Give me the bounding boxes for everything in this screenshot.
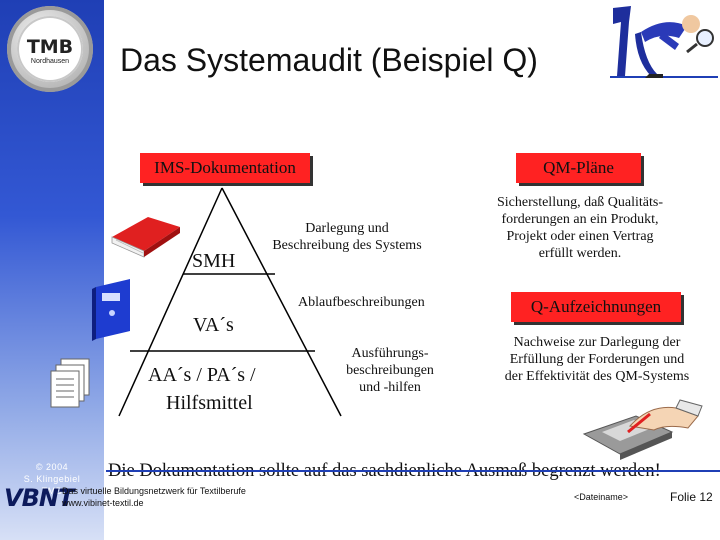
pyramid-level-va: VA´s	[193, 314, 234, 336]
document-pyramid	[118, 187, 342, 417]
aa-description-line1: Ausführungs-	[351, 346, 429, 361]
network-name: Das virtuelle Bildungsnetzwerk für Texti…	[62, 486, 246, 496]
filename-placeholder: <Dateiname>	[574, 492, 629, 502]
aa-description-line3: und -hilfen	[359, 380, 421, 395]
red-book-icon	[111, 217, 180, 258]
logo-disc: TMB Nordhausen	[17, 16, 83, 82]
magnifier-man-icon	[613, 6, 714, 78]
records-text-line1: Nachweise zur Darlegung der	[513, 335, 681, 350]
title-rule	[610, 76, 718, 78]
logo-place: Nordhausen	[30, 58, 70, 65]
ims-documentation-header: IMS-Dokumentation	[140, 153, 310, 183]
network-info: Das virtuelle Bildungsnetzwerk für Texti…	[62, 485, 246, 509]
tmb-logo: TMB Nordhausen	[7, 6, 93, 92]
smh-description-line2: Beschreibung des Systems	[272, 238, 422, 253]
document-stack-icon	[50, 358, 90, 408]
vbnt-logo: VBNT	[4, 484, 74, 512]
plans-text-line3: Projekt oder einen Vertrag	[506, 229, 654, 244]
plans-text-line1: Sicherstellung, daß Qualitäts-	[496, 195, 664, 210]
network-url[interactable]: www.vibinet-textil.de	[62, 498, 144, 508]
copyright-notice: © 2004 S. Klingebiel TMB	[4, 461, 100, 497]
logo-name: TMB	[26, 36, 74, 58]
hand-writing-icon	[582, 399, 703, 460]
records-text-line3: der Effektivität des QM-Systems	[504, 369, 690, 384]
pyramid-level-aa-line1: AA´s / PA´s /	[148, 364, 256, 386]
blue-binder-icon	[92, 279, 130, 341]
pyramid-level-aa-line2: Hilfsmittel	[166, 392, 253, 414]
copyright-author: S. Klingebiel	[23, 474, 81, 484]
qm-plans-header: QM-Pläne	[516, 153, 641, 183]
slide-title: Das Systemaudit (Beispiel Q)	[120, 42, 538, 78]
records-header: Q-Aufzeichnungen	[511, 292, 681, 322]
copyright-org: TMB	[41, 486, 63, 496]
slide-number: Folie 12	[670, 490, 713, 504]
plans-text-line2: forderungen an ein Produkt,	[501, 212, 659, 227]
records-text-line2: Erfüllung der Forderungen und	[509, 352, 685, 367]
plans-text-line4: erfüllt werden.	[538, 246, 622, 261]
footer-rule	[106, 470, 720, 472]
pyramid-level-smh: SMH	[192, 250, 236, 272]
smh-description-line1: Darlegung und	[305, 221, 389, 236]
aa-description-line2: beschreibungen	[346, 363, 434, 378]
va-description: Ablaufbeschreibungen	[298, 295, 425, 310]
copyright-year: © 2004	[35, 462, 69, 472]
